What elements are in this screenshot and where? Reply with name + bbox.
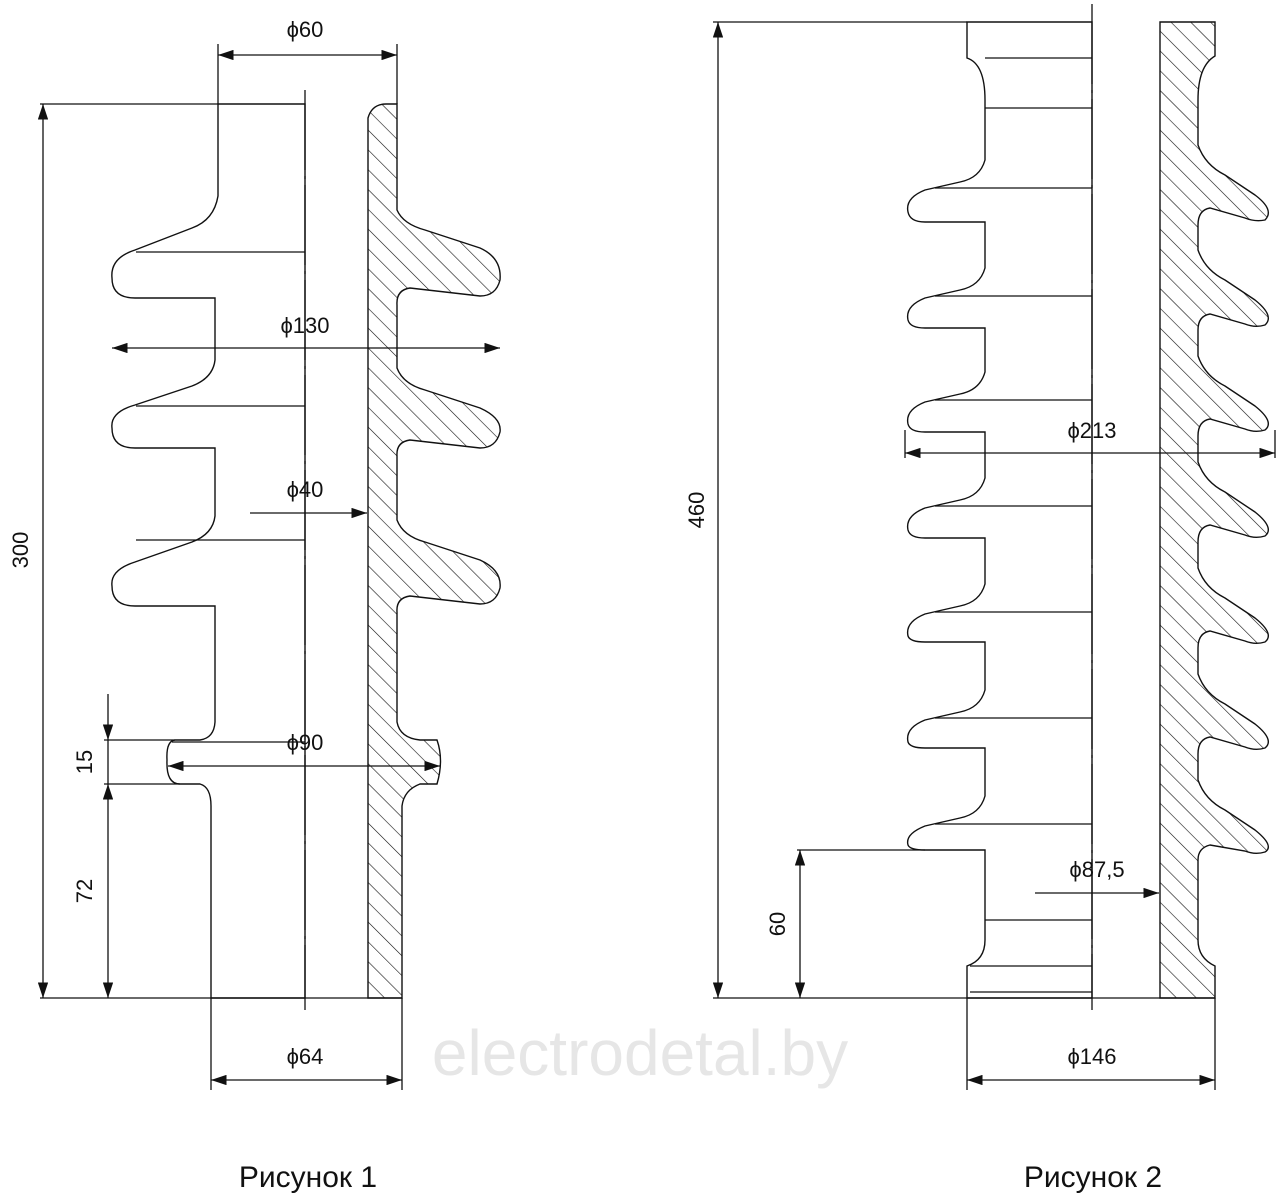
fig1-dim-core-diameter: ϕ40: [287, 477, 324, 502]
fig1-dim-top-diameter: ϕ60: [287, 17, 324, 42]
fig2-dim-shed-diameter: ϕ213: [1067, 418, 1116, 443]
fig1-section-hatch: [367, 103, 501, 999]
fig2-dim-height: 460: [684, 492, 709, 529]
watermark-text: electrodetal.by: [432, 1017, 848, 1089]
fig2-section-hatch: [1159, 21, 1269, 999]
fig1-dim-height: 300: [8, 532, 33, 569]
fig1-dim-flange-thickness: 15: [72, 750, 97, 774]
fig2-outer-profile: [906, 21, 1093, 999]
fig1-caption: Рисунок 1: [239, 1161, 377, 1194]
fig2-caption: Рисунок 2: [1024, 1161, 1162, 1194]
fig1-dim-base-diameter: ϕ64: [287, 1044, 324, 1069]
fig2-dim-base-height: 60: [765, 912, 790, 936]
fig1-dim-base-height: 72: [72, 879, 97, 903]
figure-1: ϕ60 300 ϕ130 ϕ40 ϕ90 15 72 ϕ64 Рисунок 1: [8, 17, 501, 1194]
fig1-dim-flange-diameter: ϕ90: [287, 730, 324, 755]
fig1-outer-profile: [111, 103, 306, 999]
figure-2: 460 ϕ213 ϕ87,5 60 ϕ146 Рисунок 2: [684, 4, 1276, 1194]
fig2-dim-core-diameter: ϕ87,5: [1069, 857, 1124, 882]
fig1-dim-shed-diameter: ϕ130: [280, 313, 329, 338]
fig2-dim-base-diameter: ϕ146: [1067, 1044, 1116, 1069]
